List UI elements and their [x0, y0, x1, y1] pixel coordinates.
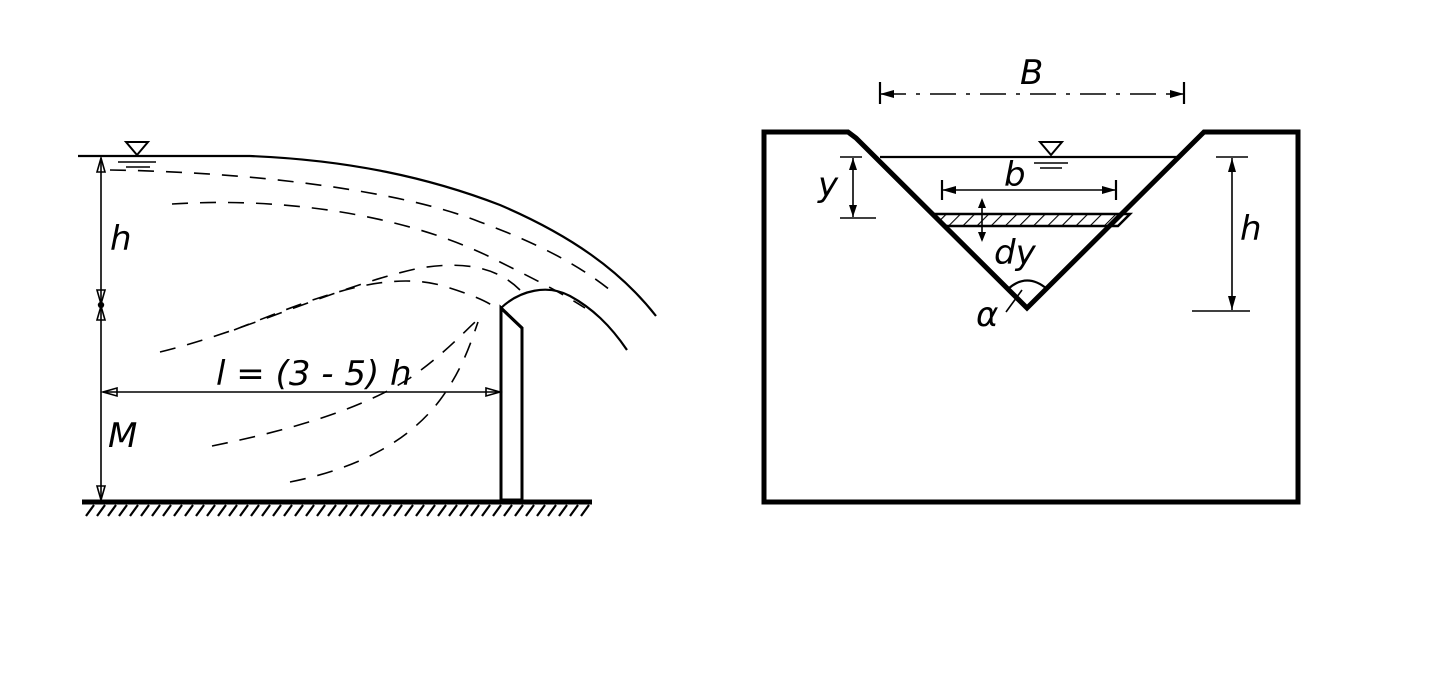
ground-hatch-tick	[415, 504, 425, 517]
ground-hatch-tick	[228, 504, 238, 517]
upper-nappe	[249, 154, 657, 317]
ground-hatch-tick	[382, 504, 392, 517]
notch-water-level-symbol	[1034, 141, 1068, 169]
ground-hatch-tick	[547, 504, 557, 517]
ground-hatch-tick	[250, 504, 260, 517]
ground-hatch-tick	[327, 504, 337, 517]
notch-angle-arc	[1005, 279, 1048, 313]
ground-hatch-tick	[514, 504, 524, 517]
depth-dimension	[840, 156, 876, 219]
ground-hatch-tick	[437, 504, 447, 517]
ground-hatch-tick	[129, 504, 139, 517]
ground-hatch-tick	[184, 504, 194, 517]
ground-hatch-tick	[162, 504, 172, 517]
ground-hatch-tick	[569, 504, 579, 517]
differential-strip	[930, 212, 1134, 228]
ground-hatch-tick	[580, 504, 590, 517]
ground-hatch-tick	[360, 504, 370, 517]
weir-plate-outline	[761, 129, 1301, 505]
sharp-crested-weir-figure: h M l = (3 - 5) h	[78, 141, 657, 517]
strip-thickness-label: dy	[994, 233, 1037, 273]
top-width-dimension	[878, 82, 1186, 104]
ground-hatch-tick	[261, 504, 271, 517]
ground-hatch-tick	[195, 504, 205, 517]
depth-label: y	[817, 165, 839, 205]
strip-width-label: b	[1004, 155, 1026, 195]
ground-hatch-tick	[173, 504, 183, 517]
ground-hatch-tick	[459, 504, 469, 517]
ground-hatch-tick	[481, 504, 491, 517]
ground-hatch-tick	[316, 504, 326, 517]
vertical-dimension	[95, 155, 107, 503]
ground-hatch-tick	[492, 504, 502, 517]
ground-hatch-tick	[217, 504, 227, 517]
ground-hatch-tick	[151, 504, 161, 517]
ground-hatch-tick	[272, 504, 282, 517]
ground-hatch-tick	[283, 504, 293, 517]
ground-hatch-tick	[96, 504, 106, 517]
ground-hatch-tick	[85, 504, 95, 517]
ground-hatch-tick	[305, 504, 315, 517]
streamlines	[109, 169, 611, 483]
distance-label: l = (3 - 5) h	[216, 354, 412, 394]
ground-hatch-tick	[525, 504, 535, 517]
ground-hatch-tick	[118, 504, 128, 517]
ground-hatch-tick	[371, 504, 381, 517]
ground-hatch-tick	[206, 504, 216, 517]
head-label-left: h	[110, 219, 132, 259]
ground-hatch-tick	[448, 504, 458, 517]
ground-hatch-tick	[140, 504, 150, 517]
ground-hatch-tick	[294, 504, 304, 517]
notch-angle-label: α	[976, 295, 998, 335]
crest-height-label: M	[108, 416, 137, 456]
ground-hatch-tick	[349, 504, 359, 517]
notch-head-label: h	[1240, 209, 1262, 249]
ground-hatch-tick	[536, 504, 546, 517]
ground-hatch-tick	[404, 504, 414, 517]
ground-hatch-tick	[426, 504, 436, 517]
triangular-weir-figure: B b y dy	[761, 53, 1301, 505]
water-level-symbol	[118, 141, 156, 168]
top-width-label: B	[1020, 53, 1043, 93]
lower-nappe	[500, 288, 628, 351]
weir-plate	[499, 304, 524, 502]
ground-hatch-tick	[338, 504, 348, 517]
notch-head-dimension	[1192, 156, 1250, 312]
distance-dimension	[100, 386, 503, 398]
ground-hatch-tick	[239, 504, 249, 517]
ground-hatch-tick	[558, 504, 568, 517]
ground-hatch-tick	[470, 504, 480, 517]
strip-width-dimension	[940, 180, 1118, 200]
ground-hatch-tick	[503, 504, 513, 517]
strip-thickness-marker	[978, 198, 986, 242]
ground-hatch	[85, 504, 590, 517]
ground-hatch-tick	[393, 504, 403, 517]
ground-hatch-tick	[107, 504, 117, 517]
